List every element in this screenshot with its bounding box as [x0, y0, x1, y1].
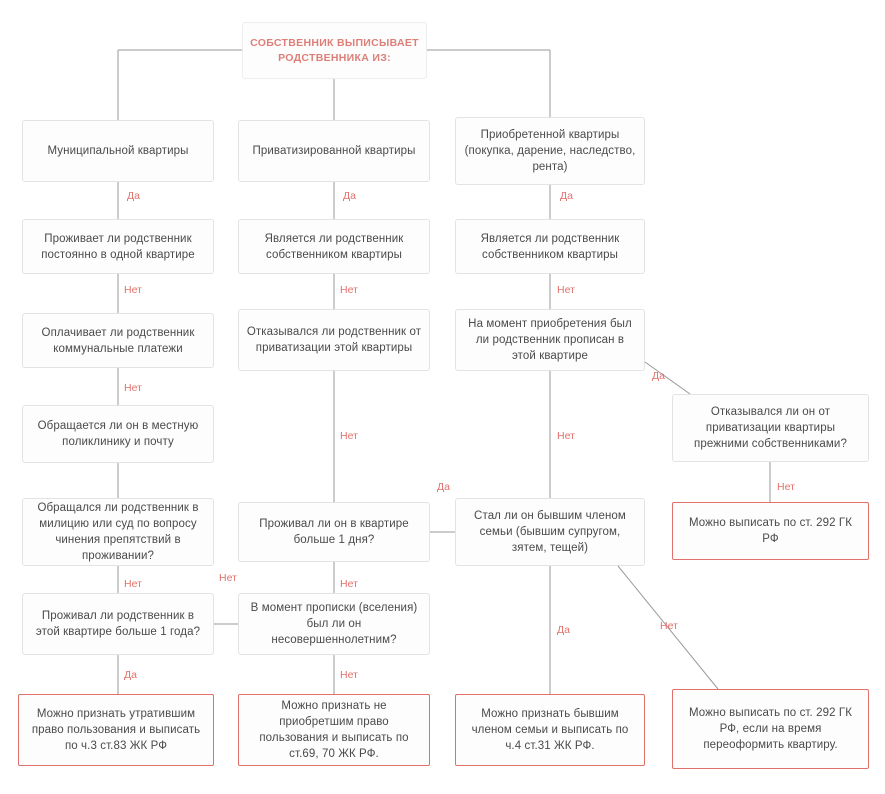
node-r1: Можно признать утратившим право пользова…	[18, 694, 214, 766]
node-c3q1: Является ли родственник собственником кв…	[455, 219, 645, 274]
node-c3q3: Стал ли он бывшим членом семьи (бывшим с…	[455, 498, 645, 566]
node-c1q1: Проживает ли родственник постоянно в одн…	[22, 219, 214, 274]
edge-label: Нет	[340, 430, 358, 442]
edge-label: Да	[560, 190, 573, 202]
edge-label: Нет	[219, 572, 237, 584]
edge-label: Нет	[557, 430, 575, 442]
node-c2h: Приватизированной квартиры	[238, 120, 430, 182]
node-c3q2: На момент приобретения был ли родственни…	[455, 309, 645, 371]
edge-label: Нет	[777, 481, 795, 493]
edge-label: Да	[127, 190, 140, 202]
edge-label: Нет	[340, 284, 358, 296]
node-c2q4: В момент прописки (вселения) был ли он н…	[238, 593, 430, 655]
edge-label: Да	[557, 624, 570, 636]
node-c2q3: Проживал ли он в квартире больше 1 дня?	[238, 502, 430, 562]
edge-label: Нет	[124, 382, 142, 394]
edge-label: Нет	[340, 578, 358, 590]
edge-label: Да	[124, 669, 137, 681]
node-c2q2: Отказывался ли родственник от приватизац…	[238, 309, 430, 371]
edge-label: Нет	[124, 578, 142, 590]
edge-label: Нет	[340, 669, 358, 681]
node-c4q1: Отказывался ли он от приватизации кварти…	[672, 394, 869, 462]
edge-label: Да	[343, 190, 356, 202]
node-c4r1: Можно выписать по ст. 292 ГК РФ	[672, 502, 869, 560]
node-c2q1: Является ли родственник собственником кв…	[238, 219, 430, 274]
edge-label: Да	[652, 370, 665, 382]
node-c1q2: Оплачивает ли родственник коммунальные п…	[22, 313, 214, 368]
edge-label: Нет	[557, 284, 575, 296]
node-r3: Можно признать бывшим членом семьи и вып…	[455, 694, 645, 766]
node-c1q4: Обращался ли родственник в милицию или с…	[22, 498, 214, 566]
node-r4: Можно выписать по ст. 292 ГК РФ, если на…	[672, 689, 869, 769]
node-r2: Можно признать не приобретшим право поль…	[238, 694, 430, 766]
node-c1q5: Проживал ли родственник в этой квартире …	[22, 593, 214, 655]
node-c3h: Приобретенной квартиры (покупка, дарение…	[455, 117, 645, 185]
edge-label: Нет	[124, 284, 142, 296]
node-c1h: Муниципальной квартиры	[22, 120, 214, 182]
edge-label: Нет	[660, 620, 678, 632]
edge-label: Да	[437, 481, 450, 493]
node-c1q3: Обращается ли он в местную поликлинику и…	[22, 405, 214, 463]
node-root: СОБСТВЕННИК ВЫПИСЫВАЕТ РОДСТВЕННИКА ИЗ:	[242, 22, 427, 79]
